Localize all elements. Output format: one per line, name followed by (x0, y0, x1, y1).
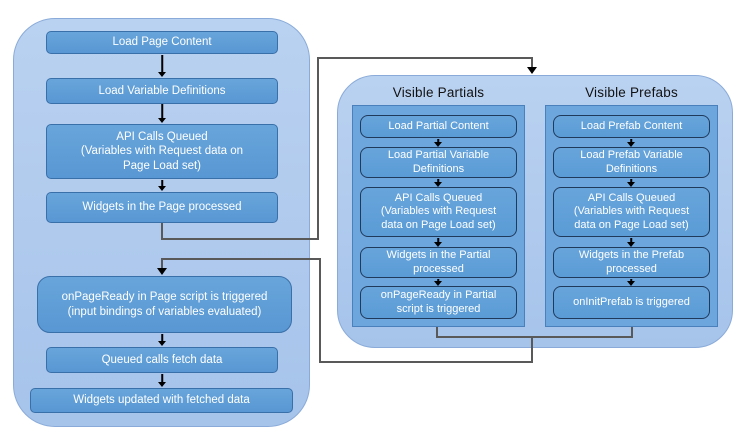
arrowhead-down-icon (527, 67, 537, 74)
partial-step-widgets-processed: Widgets in the Partial processed (360, 247, 517, 278)
connector-right-to-onpageready (319, 361, 533, 363)
prefab-step-widgets-processed: Widgets in the Prefab processed (553, 247, 710, 278)
arrow-down-icon (157, 180, 167, 191)
prefabs-title: Visible Prefabs (585, 85, 678, 100)
prefab-step-api-calls: API Calls Queued (Variables with Request… (553, 187, 710, 237)
connector-right-to-onpageready (319, 258, 321, 363)
prefab-step-load-content: Load Prefab Content (553, 115, 710, 138)
connector-right-to-onpageready (436, 327, 438, 338)
arrow-down-icon (433, 279, 443, 286)
step-load-page-content: Load Page Content (46, 31, 278, 54)
step-onpageready-triggered: onPageReady in Page script is triggered … (37, 276, 292, 333)
partial-step-api-calls: API Calls Queued (Variables with Request… (360, 187, 517, 237)
connector-right-to-onpageready (531, 336, 533, 363)
partials-title: Visible Partials (392, 85, 485, 100)
prefab-step-oninitprefab: onInitPrefab is triggered (553, 286, 710, 319)
connector-right-to-onpageready (631, 327, 633, 338)
arrow-down-icon (157, 55, 167, 77)
connector-page-to-right (317, 57, 319, 240)
partial-step-load-variables: Load Partial Variable Definitions (360, 147, 517, 178)
partial-step-load-content: Load Partial Content (360, 115, 517, 138)
connector-right-to-onpageready (161, 258, 321, 260)
prefab-step-load-variables: Load Prefab Variable Definitions (553, 147, 710, 178)
arrow-down-icon (157, 374, 167, 387)
arrow-down-icon (626, 238, 636, 247)
connector-page-to-right (161, 223, 163, 239)
arrow-down-icon (626, 279, 636, 286)
connector-page-to-right (531, 57, 533, 68)
arrow-down-icon (157, 334, 167, 346)
arrow-down-icon (157, 104, 167, 123)
connector-right-to-onpageready (161, 258, 163, 269)
connector-right-to-onpageready (436, 336, 633, 338)
step-widgets-updated: Widgets updated with fetched data (30, 388, 293, 413)
step-queued-calls-fetch: Queued calls fetch data (46, 347, 278, 373)
arrow-down-icon (433, 179, 443, 187)
connector-page-to-right (161, 238, 319, 240)
step-widgets-processed: Widgets in the Page processed (46, 192, 278, 223)
arrow-down-icon (626, 139, 636, 147)
arrow-down-icon (626, 179, 636, 187)
step-api-calls-queued: API Calls Queued (Variables with Request… (46, 124, 278, 179)
partial-step-onpageready: onPageReady in Partial script is trigger… (360, 286, 517, 319)
arrow-down-icon (433, 238, 443, 247)
arrow-down-icon (433, 139, 443, 147)
arrowhead-down-icon (157, 268, 167, 275)
step-load-variable-definitions: Load Variable Definitions (46, 78, 278, 104)
connector-page-to-right (317, 57, 533, 59)
